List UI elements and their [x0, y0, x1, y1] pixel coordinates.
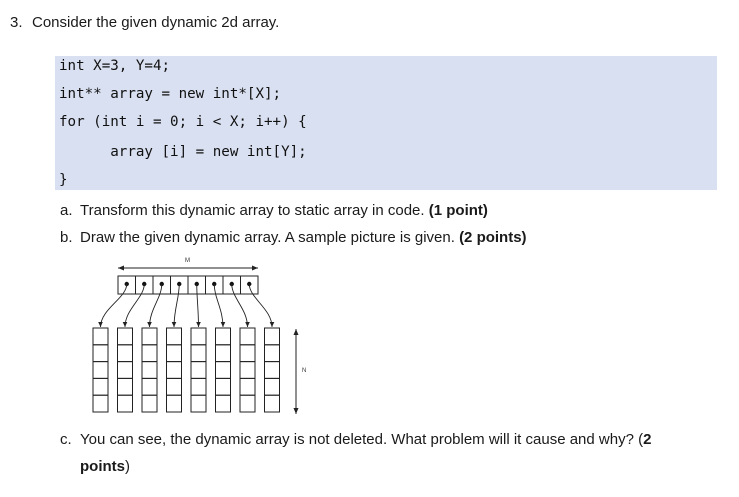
part-a-text: Transform this dynamic array to static a…: [80, 202, 429, 219]
label-m: M: [185, 258, 190, 264]
column-cell: [264, 377, 280, 396]
sample-array-figure: M N: [92, 258, 306, 414]
column-cell: [166, 344, 182, 363]
label-n: N: [302, 368, 306, 374]
part-c: c. You can see, the dynamic array is not …: [60, 431, 651, 448]
part-a: a. Transform this dynamic array to static…: [60, 202, 488, 219]
column-cell: [215, 394, 231, 413]
column-cell: [190, 361, 207, 379]
part-c-continued: points): [80, 458, 130, 475]
pointer-arrow: [213, 283, 224, 328]
code-line-4: array [i] = new int[Y];: [59, 144, 307, 160]
column-cell: [117, 377, 133, 396]
column-cell: [166, 377, 182, 396]
question-number: 3.: [10, 14, 23, 31]
pointer-arrow: [231, 283, 248, 328]
code-line-1: int X=3, Y=4;: [59, 58, 171, 74]
column-cell: [215, 327, 231, 346]
column-cell: [92, 344, 109, 363]
column-cell: [141, 377, 158, 396]
column-cell: [239, 377, 256, 396]
pointer-arrowhead: [171, 322, 177, 327]
column-cell: [141, 344, 158, 363]
pointer-arrow: [173, 283, 180, 328]
column-cell: [117, 327, 133, 346]
column-cell: [239, 327, 256, 346]
pointer-arrow: [248, 283, 273, 328]
part-c-text: You can see, the dynamic array is not de…: [80, 431, 644, 448]
part-a-letter: a.: [60, 202, 73, 219]
column-cell: [141, 361, 158, 379]
part-a-points: (1 point): [428, 202, 488, 219]
code-line-3: for (int i = 0; i < X; i++) {: [59, 114, 307, 130]
column-cell: [92, 361, 109, 379]
code-line-5: }: [59, 172, 68, 188]
column-cell: [166, 327, 182, 346]
part-b-text: Draw the given dynamic array. A sample p…: [80, 229, 460, 246]
pointer-arrow: [100, 283, 128, 328]
code-block: int X=3, Y=4; int** array = new int*[X];…: [55, 56, 717, 190]
pointer-arrowhead: [245, 322, 250, 327]
column-cell: [239, 394, 256, 413]
column-cell: [141, 327, 158, 346]
part-b-points: (2 points): [459, 229, 527, 246]
pointer-arrowhead: [220, 322, 226, 327]
column-cell: [92, 394, 109, 413]
column-cell: [141, 394, 158, 413]
pointer-cell: [240, 275, 259, 295]
column-cell: [166, 361, 182, 379]
column-cell: [117, 361, 133, 379]
column-cell: [264, 327, 280, 346]
column-cell: [117, 394, 133, 413]
column-cell: [190, 327, 207, 346]
column-cell: [215, 377, 231, 396]
pointer-arrow: [149, 283, 163, 328]
column-cell: [239, 361, 256, 379]
part-c-points-word: points: [80, 458, 125, 475]
pointer-arrow: [196, 283, 199, 328]
column-cell: [264, 394, 280, 413]
column-cell: [190, 394, 207, 413]
pointer-array-and-columns: [92, 275, 280, 413]
column-cell: [190, 344, 207, 363]
column-cell: [117, 344, 133, 363]
column-cell: [92, 377, 109, 396]
part-b-letter: b.: [60, 229, 73, 246]
part-c-letter: c.: [60, 431, 72, 448]
column-cell: [166, 394, 182, 413]
column-cell: [215, 344, 231, 363]
column-cell: [190, 377, 207, 396]
pointer-arrowhead: [269, 322, 275, 327]
column-cell: [264, 344, 280, 363]
code-line-2: int** array = new int*[X];: [59, 86, 282, 102]
part-c-close-paren: ): [125, 458, 130, 475]
question-text: Consider the given dynamic 2d array.: [32, 14, 280, 31]
question-heading: 3. Consider the given dynamic 2d array.: [10, 14, 279, 31]
column-cell: [92, 327, 109, 346]
part-b: b. Draw the given dynamic array. A sample…: [60, 229, 527, 246]
column-cell: [215, 361, 231, 379]
pointer-arrowhead: [122, 322, 128, 327]
part-c-points: 2: [643, 431, 652, 448]
pointer-arrowhead: [98, 322, 103, 327]
column-cell: [264, 361, 280, 379]
pointer-arrow: [124, 283, 145, 328]
pointer-arrowhead: [147, 322, 152, 327]
column-cell: [239, 344, 256, 363]
pointer-arrowhead: [196, 322, 201, 327]
